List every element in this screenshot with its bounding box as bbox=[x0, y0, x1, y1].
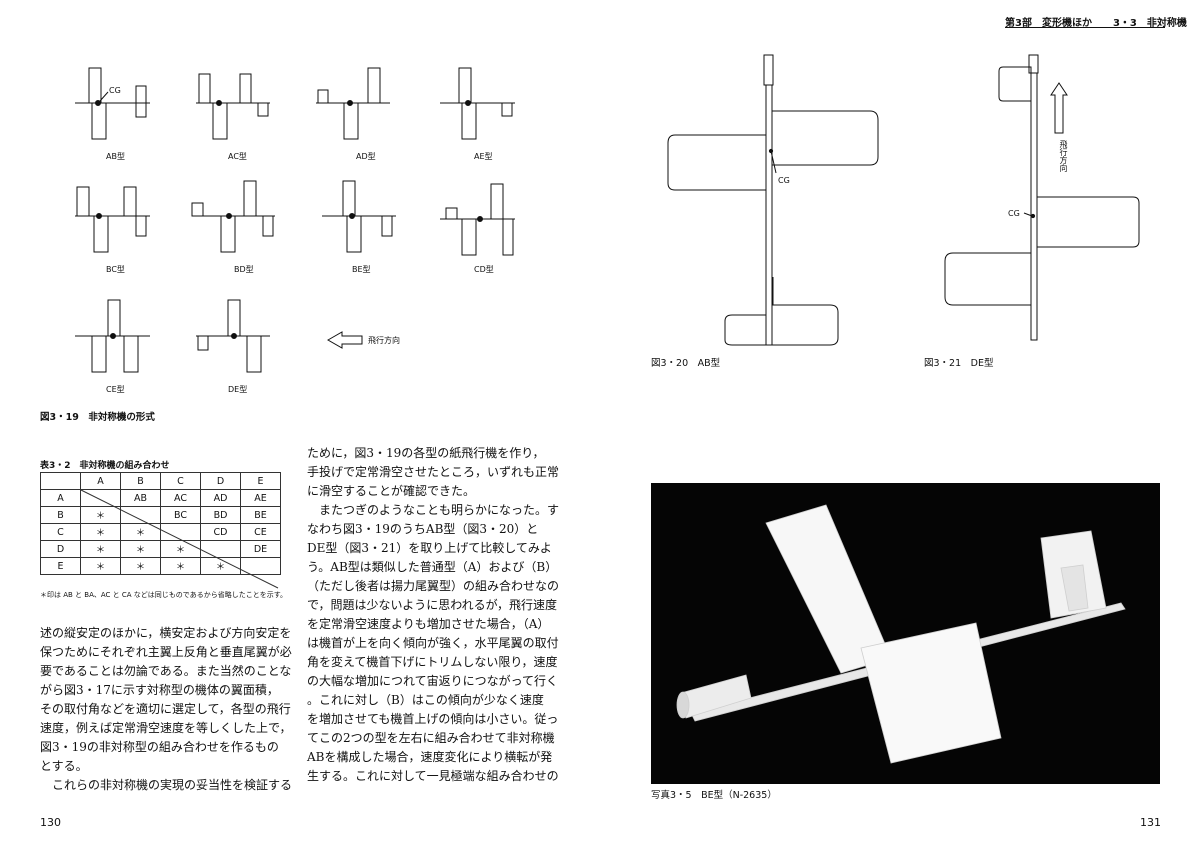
diagram-bc bbox=[75, 186, 150, 253]
diagram-label-bd: BD型 bbox=[234, 265, 254, 274]
diagram-label-ab: AB型 bbox=[106, 152, 125, 161]
text-line: 速度，例えば定常滑空速度を等しくした上で， bbox=[40, 721, 292, 735]
diagram-label-ae: AE型 bbox=[474, 152, 493, 161]
table-row: A AB AC AD AE bbox=[40, 489, 281, 507]
diagram-label-ce: CE型 bbox=[106, 385, 125, 394]
table-row: C ＊ ＊ CD CE bbox=[40, 523, 281, 541]
diagram-ab bbox=[75, 67, 150, 140]
figure-3-20-drawing bbox=[667, 54, 879, 346]
diagram-be bbox=[322, 180, 396, 253]
text-line: を増加させても機首上げの傾向は小さい。従っ bbox=[307, 712, 559, 726]
figure-3-21-caption: 図3・21 DE型 bbox=[924, 358, 994, 369]
diagram-label-de: DE型 bbox=[228, 385, 248, 394]
text-line: の大幅な増加につれて宙返りにつながって行く bbox=[307, 674, 559, 688]
text-line: その取付角などを適切に選定して，各型の飛行 bbox=[40, 702, 291, 716]
text-line: てこの2つの型を左右に組み合わせて非対称機 bbox=[307, 731, 555, 745]
header-section: 3・3 非対称機 bbox=[1112, 18, 1187, 29]
text-line: またつぎのようなことも明らかになった。す bbox=[307, 503, 560, 517]
text-line: とする。 bbox=[40, 759, 88, 773]
cg-label: CG bbox=[109, 86, 121, 95]
fig320-cg-label: CG bbox=[778, 176, 790, 185]
diagram-label-cd: CD型 bbox=[474, 265, 494, 274]
text-line: 保つためにそれぞれ主翼上反角と垂直尾翼が必 bbox=[40, 645, 292, 659]
text-line: う。AB型は類似した普通型（A）および（B） bbox=[307, 560, 558, 574]
diagram-ce bbox=[75, 299, 150, 373]
table-cell bbox=[240, 557, 281, 575]
photo-3-5-caption: 写真3・5 BE型（N-2635） bbox=[651, 790, 777, 801]
text-line: （ただし後者は揚力尾翼型）の組み合わせなの bbox=[307, 579, 560, 593]
page-number-right: 131 bbox=[1140, 816, 1161, 829]
diagram-ad bbox=[316, 67, 390, 140]
figure-3-20-caption: 図3・20 AB型 bbox=[651, 358, 721, 369]
text-line: これらの非対称機の実現の妥当性を検証する bbox=[40, 778, 293, 792]
text-line: は機首が上を向く傾向が強く，水平尾翼の取付 bbox=[307, 636, 559, 650]
header-rule bbox=[1005, 27, 1165, 29]
table-cell: ＊ bbox=[80, 557, 121, 575]
diagram-label-ad: AD型 bbox=[356, 152, 376, 161]
direction-label: 飛行方向 bbox=[368, 336, 400, 345]
figure-3-19-caption: 図3・19 非対称機の形式 bbox=[40, 412, 155, 423]
table-row: E ＊ ＊ ＊ ＊ bbox=[40, 557, 281, 575]
diagram-bd bbox=[191, 180, 275, 253]
fig321-cg-label: CG bbox=[1008, 209, 1020, 218]
running-header: 第3部 変形機ほか 3・3 非対称機 bbox=[1005, 14, 1187, 29]
table-3-2: A B C D E A AB AC AD AE B ＊ BC BD BE C ＊… bbox=[40, 472, 281, 589]
text-line: で，問題は少ないように思われるが，飛行速度 bbox=[307, 598, 557, 612]
text-line: DE型（図3・21）を取り上げて比較してみよ bbox=[307, 541, 552, 555]
text-line: 手投げで定常滑空させたところ，いずれも正常 bbox=[307, 465, 560, 479]
table-3-2-note: ＊印は AB と BA、AC と CA などは同じものであるから省略したことを示… bbox=[40, 591, 287, 599]
table-cell: ＊ bbox=[160, 557, 201, 575]
text-line: 角を変えて機首下げにトリムしない限り，速度 bbox=[307, 655, 558, 669]
diagram-ae bbox=[440, 67, 515, 140]
diagram-de bbox=[196, 299, 270, 373]
diagram-label-ac: AC型 bbox=[228, 152, 247, 161]
diagram-cd bbox=[440, 183, 515, 256]
table-cell: CE bbox=[240, 523, 281, 541]
text-line: がら図3・17に示す対称型の機体の翼面積， bbox=[40, 683, 279, 697]
table-diagonal bbox=[80, 489, 279, 589]
diagram-ac bbox=[196, 73, 270, 140]
text-line: 。これに対し（B）はこの傾向が少なく速度 bbox=[307, 693, 544, 707]
text-line: を定常滑空速度よりも増加させた場合，（A） bbox=[307, 617, 550, 631]
text-line: なわち図3・19のうちAB型（図3・20）と bbox=[307, 522, 539, 536]
text-line: に滑空することが確認できた。 bbox=[307, 484, 476, 498]
text-line: ために，図3・19の各型の紙飛行機を作り， bbox=[307, 446, 545, 460]
text-line: 述の縦安定のほかに，横安定および方向安定を bbox=[40, 626, 292, 640]
figure-3-19-diagrams bbox=[75, 67, 515, 373]
text-line: 生する。これに対して一見極端な組み合わせの bbox=[307, 769, 559, 783]
flight-direction-arrow bbox=[326, 331, 363, 349]
body-text-left: 述の縦安定のほかに，横安定および方向安定を 保つためにそれぞれ主翼上反角と垂直尾… bbox=[40, 624, 293, 795]
combination-table: A B C D E A AB AC AD AE B ＊ BC BD BE C ＊… bbox=[40, 472, 281, 575]
page-number-left: 130 bbox=[40, 816, 61, 829]
text-line: 図3・19の非対称型の組み合わせを作るもの bbox=[40, 740, 279, 754]
header-part: 第3部 変形機ほか bbox=[1005, 18, 1092, 29]
body-text-middle: ために，図3・19の各型の紙飛行機を作り， 手投げで定常滑空させたところ，いずれ… bbox=[307, 444, 562, 786]
table-row: D ＊ ＊ ＊ DE bbox=[40, 540, 281, 558]
photo-3-5 bbox=[651, 483, 1160, 784]
table-3-2-title: 表3・2 非対称機の組み合わせ bbox=[40, 461, 170, 471]
fig321-direction-label: 飛行方向 bbox=[1059, 140, 1068, 172]
diagram-label-be: BE型 bbox=[352, 265, 371, 274]
text-line: ABを構成した場合，速度変化により横転が発 bbox=[307, 750, 553, 764]
figure-3-21-drawing bbox=[944, 54, 1140, 341]
text-line: 要であることは勿論である。また当然のことな bbox=[40, 664, 292, 678]
diagram-label-bc: BC型 bbox=[106, 265, 125, 274]
